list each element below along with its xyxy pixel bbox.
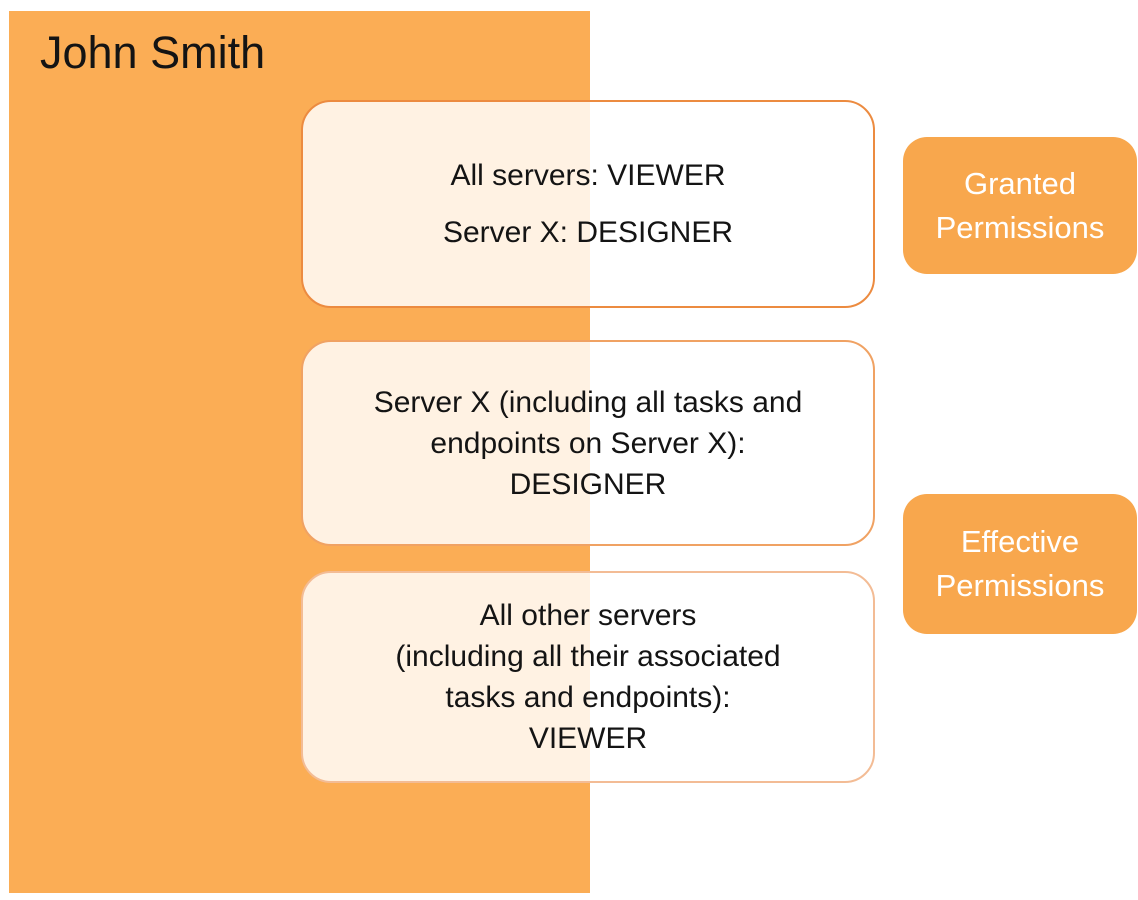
effective-permissions-box-server-x: Server X (including all tasks and endpoi… (301, 340, 875, 546)
granted-badge-line-2: Permissions (935, 209, 1105, 245)
effective-permissions-badge: Effective Permissions (903, 494, 1137, 634)
granted-badge-line-1: Granted (963, 165, 1076, 201)
user-name: John Smith (40, 27, 266, 78)
effective-permissions-box-other-servers: All other servers (including all their a… (301, 571, 875, 783)
effective2-line-1: All other servers (479, 599, 697, 632)
granted-permissions-box: All servers: VIEWER Server X: DESIGNER (301, 100, 875, 308)
granted-permissions-badge: Granted Permissions (903, 137, 1137, 274)
effective1-line-1: Server X (including all tasks and (373, 385, 803, 419)
effective-badge-line-1: Effective (960, 524, 1080, 559)
granted-line-1: All servers: VIEWER (450, 159, 726, 192)
effective2-line-2: (including all their associated (395, 640, 781, 673)
effective2-line-3: tasks and endpoints): (445, 681, 731, 714)
effective1-line-3: DESIGNER (509, 467, 667, 501)
effective2-line-4: VIEWER (528, 722, 648, 755)
effective1-line-2: endpoints on Server X): (430, 426, 746, 460)
granted-line-2: Server X: DESIGNER (442, 216, 734, 249)
effective-badge-line-2: Permissions (935, 568, 1105, 603)
